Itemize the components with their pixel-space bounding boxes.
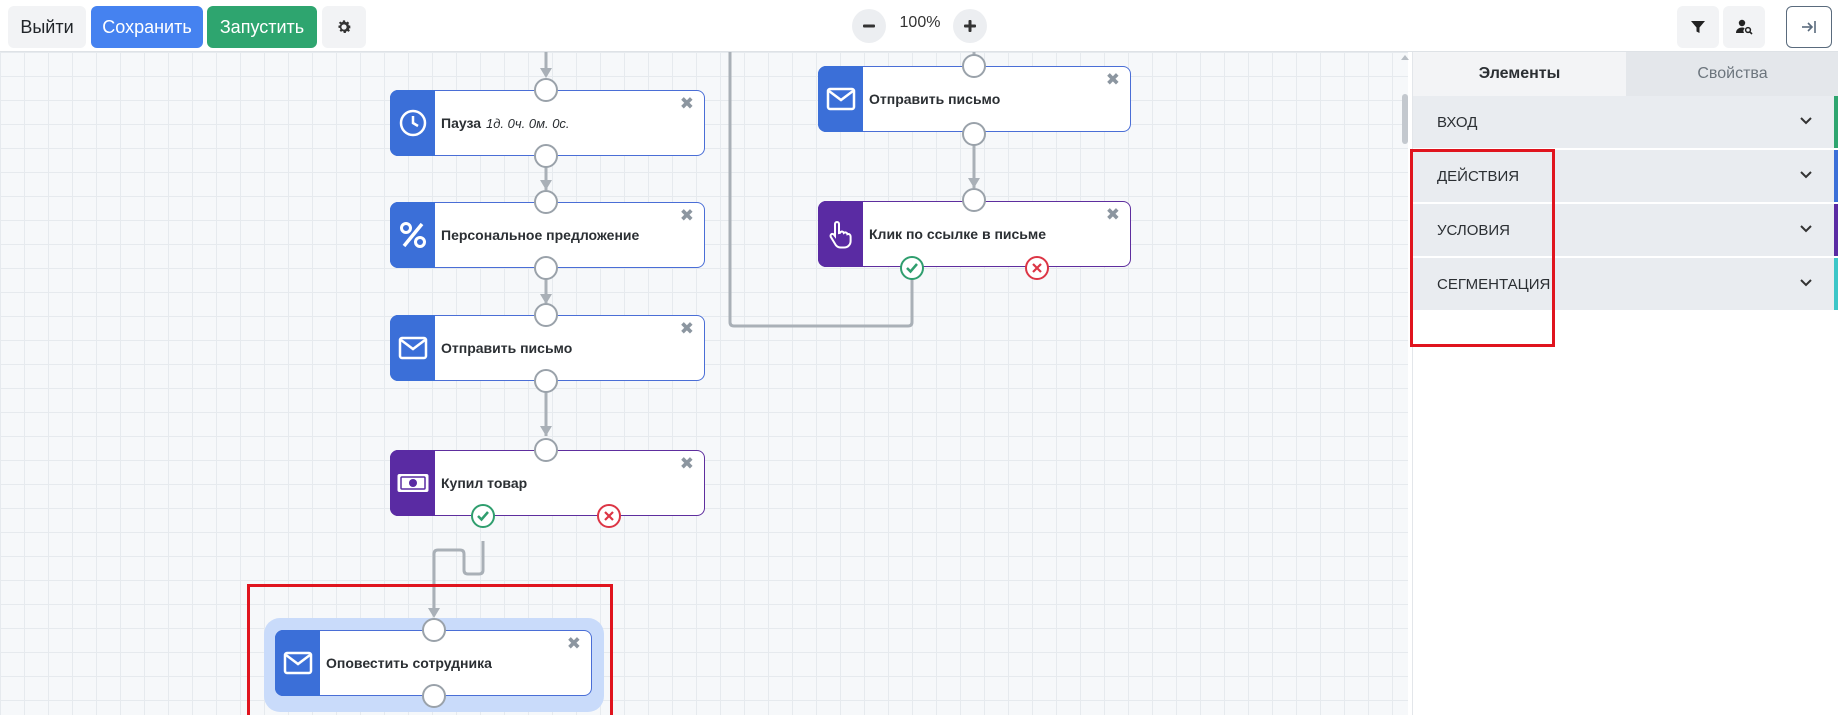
node-click-label: Клик по ссылке в письме: [869, 226, 1047, 242]
node-notify-label: Оповестить сотрудника: [326, 655, 492, 671]
section-entry[interactable]: ВХОД: [1413, 96, 1838, 148]
settings-button[interactable]: [322, 6, 366, 48]
node-offer-label: Персональное предложение: [441, 227, 640, 243]
cross-icon: [1032, 263, 1042, 273]
input-port-pause[interactable]: [534, 78, 558, 102]
arrow-to-right-icon: [1802, 21, 1816, 33]
output-port-pause[interactable]: [534, 144, 558, 168]
chevron-down-icon: [1800, 225, 1812, 233]
section-entry-label: ВХОД: [1437, 113, 1478, 131]
node-pause-label: Пауза 1д. 0ч. 0м. 0с.: [441, 91, 570, 155]
filter-icon: [1691, 21, 1705, 33]
close-icon[interactable]: ✖: [679, 94, 694, 113]
section-actions-label: ДЕЙСТВИЯ: [1437, 167, 1520, 185]
close-icon[interactable]: ✖: [566, 634, 581, 653]
email2-icon-block: [818, 66, 863, 132]
gear-icon: [338, 20, 352, 33]
section-actions[interactable]: ДЕЙСТВИЯ: [1413, 150, 1838, 202]
no-port-click[interactable]: [1025, 256, 1049, 280]
close-icon[interactable]: ✖: [679, 454, 694, 473]
node-email-link-click[interactable]: Клик по ссылке в письме ✖: [818, 201, 1131, 267]
filter-button[interactable]: [1677, 6, 1719, 48]
chevron-down-icon: [1800, 117, 1812, 125]
envelope-icon: [826, 87, 855, 111]
flow-canvas[interactable]: Пауза 1д. 0ч. 0м. 0с. ✖ Персональное пре…: [0, 52, 1408, 715]
section-entry-color: [1834, 96, 1838, 148]
output-port-offer[interactable]: [534, 256, 558, 280]
input-port-email2[interactable]: [962, 54, 986, 78]
output-port-notify[interactable]: [422, 684, 446, 708]
yes-port-purchase[interactable]: [471, 504, 495, 528]
yes-port-click[interactable]: [900, 256, 924, 280]
wire-click-loop: [728, 52, 914, 328]
minus-icon: [863, 24, 875, 28]
canvas-scrollbar[interactable]: [1400, 52, 1410, 715]
chevron-down-icon: [1800, 279, 1812, 287]
percent-icon: [399, 222, 426, 248]
user-search-icon: [1736, 19, 1753, 35]
annotation-box-notify: [247, 584, 613, 715]
close-icon[interactable]: ✖: [1105, 70, 1120, 89]
envelope-icon: [283, 651, 312, 675]
collapse-panel-button[interactable]: [1786, 6, 1832, 48]
input-port-offer[interactable]: [534, 190, 558, 214]
check-icon: [477, 511, 489, 522]
section-conditions-color: [1834, 204, 1838, 256]
chevron-down-icon: [1800, 171, 1812, 179]
cross-icon: [604, 511, 614, 521]
close-icon[interactable]: ✖: [679, 206, 694, 225]
purchase-icon-block: [390, 450, 435, 516]
pause-duration: 1д. 0ч. 0м. 0с.: [486, 115, 570, 131]
hand-pointer-icon: [829, 220, 852, 249]
tab-elements[interactable]: Элементы: [1413, 52, 1626, 96]
email-icon-block: [390, 315, 435, 381]
notify-icon-block: [275, 630, 320, 696]
connection-lines: [428, 52, 980, 618]
wire-purchase-to-notify: [432, 541, 485, 615]
top-toolbar: Выйти Сохранить Запустить 100%: [0, 0, 1838, 52]
offer-icon-block: [390, 202, 435, 268]
check-icon: [906, 263, 918, 274]
panel-tabs: Элементы Свойства: [1413, 52, 1838, 96]
save-button[interactable]: Сохранить: [91, 6, 203, 48]
zoom-out-button[interactable]: [852, 9, 886, 43]
banknote-icon: [397, 474, 428, 492]
plus-icon: [964, 20, 976, 32]
exit-button[interactable]: Выйти: [8, 6, 86, 48]
zoom-in-button[interactable]: [953, 9, 987, 43]
node-purchase-label: Купил товар: [441, 475, 528, 491]
section-conditions-label: УСЛОВИЯ: [1437, 221, 1510, 239]
close-icon[interactable]: ✖: [679, 319, 694, 338]
output-port-email2[interactable]: [962, 122, 986, 146]
section-segmentation-label: СЕГМЕНТАЦИЯ: [1437, 275, 1551, 293]
pause-icon-block: [390, 90, 435, 156]
section-segmentation-color: [1834, 258, 1838, 310]
tab-properties[interactable]: Свойства: [1626, 52, 1838, 96]
right-panel: Элементы Свойства ВХОД ДЕЙСТВИЯ УСЛОВИЯ …: [1410, 52, 1838, 715]
output-port-email[interactable]: [534, 369, 558, 393]
pause-title: Пауза: [441, 115, 482, 131]
user-search-button[interactable]: [1723, 6, 1765, 48]
input-port-purchase[interactable]: [534, 438, 558, 462]
input-port-click[interactable]: [962, 188, 986, 212]
zoom-level: 100%: [899, 14, 941, 31]
run-button[interactable]: Запустить: [207, 6, 317, 48]
scrollbar-thumb: [1402, 94, 1408, 144]
input-port-notify[interactable]: [422, 618, 446, 642]
input-port-email[interactable]: [534, 303, 558, 327]
section-segmentation[interactable]: СЕГМЕНТАЦИЯ: [1413, 258, 1838, 310]
envelope-icon: [398, 336, 427, 360]
section-conditions[interactable]: УСЛОВИЯ: [1413, 204, 1838, 256]
annotation-box-sections: [1410, 149, 1555, 347]
clock-icon: [399, 109, 426, 137]
node-email2-label: Отправить письмо: [869, 91, 1001, 107]
section-actions-color: [1834, 150, 1838, 202]
click-icon-block: [818, 201, 863, 267]
close-icon[interactable]: ✖: [1105, 205, 1120, 224]
no-port-purchase[interactable]: [597, 504, 621, 528]
node-email-label: Отправить письмо: [441, 340, 573, 356]
